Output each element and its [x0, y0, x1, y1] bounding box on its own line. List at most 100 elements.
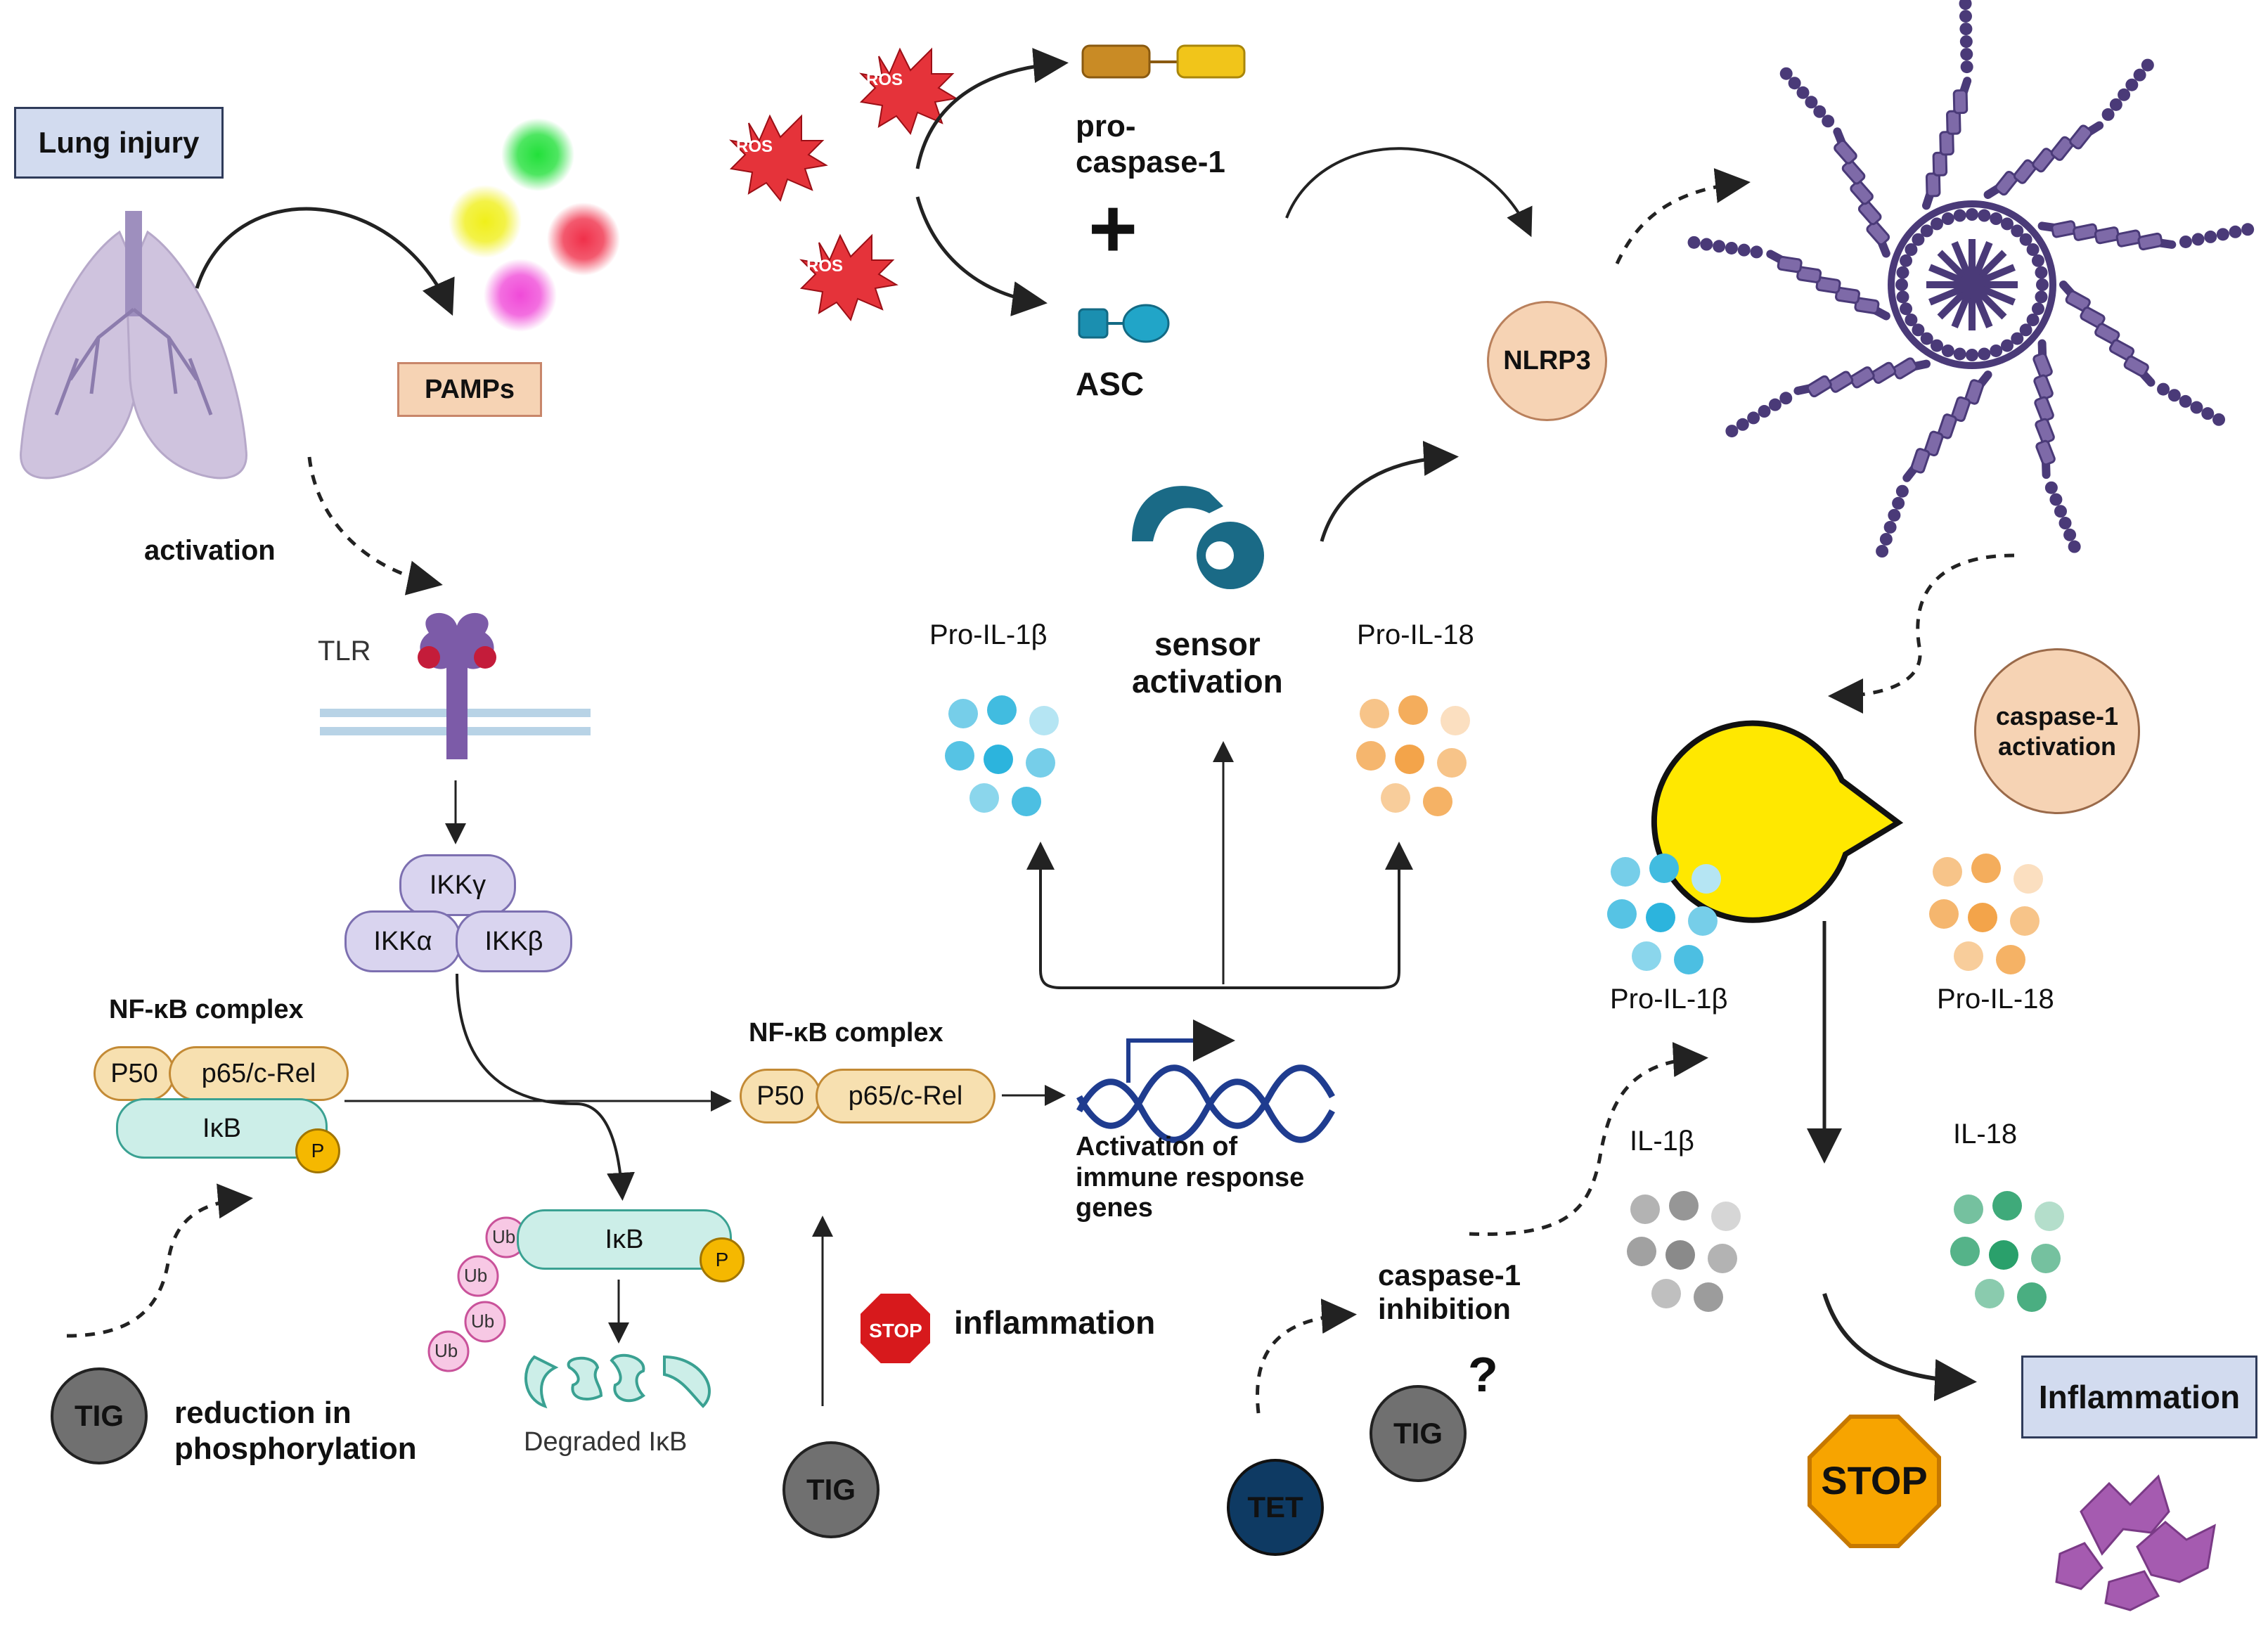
inflammasome-bead: [2157, 382, 2170, 396]
pamps-box: PAMPs: [397, 362, 542, 417]
inflammasome-domain: [2050, 136, 2074, 161]
ikk-gamma: IKKγ: [399, 854, 516, 916]
inflammation-mid-label: inflammation: [954, 1304, 1156, 1341]
ros-burst-icon: [729, 47, 958, 322]
inflammasome-bead: [1990, 212, 2003, 226]
inflammasome-bead: [1876, 545, 1889, 558]
inflammasome-domain: [1932, 151, 1948, 176]
tig-left-label: TIG: [75, 1399, 124, 1432]
inflammasome-bead: [1779, 392, 1793, 405]
inflammasome-domain: [2080, 307, 2106, 328]
inflammasome-bead: [1687, 236, 1701, 249]
inflammasome-domain: [2115, 229, 2141, 247]
inflammasome-bead: [2241, 223, 2255, 236]
inflammasome-domain: [1951, 396, 1971, 423]
inflammasome-bead: [1713, 240, 1726, 253]
inflammasome-domain: [2034, 396, 2054, 423]
il18-mature-dot: [2031, 1244, 2061, 1273]
activation-label: activation: [144, 535, 276, 566]
il18-mature-dot: [1992, 1191, 2022, 1221]
pro-il1b-top-dot: [1029, 706, 1059, 735]
inflammasome-bead: [1912, 323, 1925, 337]
inflammasome-domain: [2073, 223, 2099, 241]
inflammasome-bead: [1966, 208, 1978, 221]
nlrp3-sensor-icon: [1132, 486, 1264, 589]
pacman-caspase-icon: [1651, 720, 1904, 923]
inflammasome-domain: [2069, 124, 2093, 150]
inflammasome-bead: [2063, 528, 2077, 541]
inflammasome-bead: [2204, 230, 2217, 243]
inflammasome-bead: [1912, 233, 1925, 246]
asc-label: ASC: [1076, 366, 1145, 402]
inflammasome-bead: [1990, 344, 2003, 357]
p65-left: p65/c-Rel: [169, 1046, 349, 1101]
ub-label-1: Ub: [492, 1226, 516, 1247]
inflammasome-bead: [2035, 290, 2048, 304]
inflammasome-bead: [2031, 302, 2044, 316]
inflammasome-bead: [2019, 233, 2032, 246]
inflammasome-domain: [1910, 448, 1931, 474]
il18-mature-dot: [2035, 1202, 2064, 1231]
inflammasome-bead: [1960, 60, 1973, 74]
pro-il18-right-dot: [1954, 941, 1983, 971]
il1b-mature-dot: [1711, 1202, 1741, 1231]
inflammasome-bead: [2001, 339, 2014, 352]
ikk-beta: IKKβ: [456, 910, 572, 972]
pro-il18-top-dot: [1398, 695, 1428, 725]
inflammasome-domain: [2094, 226, 2120, 245]
p50-mid: P50: [740, 1069, 821, 1123]
inflammasome-bead: [1953, 209, 1966, 222]
caspase1-inhibition-label: caspase-1 inhibition: [1378, 1258, 1521, 1326]
ikk-alpha-label: IKKα: [373, 926, 432, 956]
p65-mid: p65/c-Rel: [816, 1069, 996, 1123]
pamps-dots-icon: [449, 118, 620, 332]
inflammasome-bead: [1978, 347, 1991, 361]
inflammasome-domain: [2013, 159, 2037, 184]
pro-il1b-top-dot: [984, 745, 1013, 774]
inflammasome-domain: [1834, 139, 1857, 165]
ikb-ub-label: IκB: [605, 1224, 644, 1254]
pro-il18-right-dot: [1968, 903, 1997, 932]
inflammasome-bead: [2019, 323, 2032, 337]
pro-il1b-right-dot: [1611, 857, 1640, 887]
il1b-mature-dot: [1669, 1191, 1699, 1221]
inflammasome-core: [1959, 272, 1985, 297]
inflammasome-domain: [1995, 170, 2018, 196]
inflammasome-bead: [2141, 58, 2154, 72]
pro-il18-top-dot: [1356, 741, 1386, 771]
il1b-mature-dot: [1708, 1244, 1737, 1273]
phospho-ikb: P: [700, 1237, 745, 1282]
inflammasome-bead: [1959, 0, 1972, 11]
nlrp3-circle: NLRP3: [1487, 301, 1607, 421]
il1b-mature-dot: [1694, 1282, 1723, 1312]
inflammasome-bead: [2068, 540, 2081, 553]
inflammatory-cells-icon: [2055, 1474, 2216, 1611]
inflammasome-bead: [2054, 505, 2067, 518]
inflammasome-bead: [2179, 235, 2192, 248]
inflammasome-bead: [1959, 10, 1972, 23]
pro-il1b-right-dot: [1607, 899, 1637, 929]
il1b-mature-dot: [1630, 1195, 1660, 1224]
inflammasome-bead: [1959, 35, 1973, 49]
inflammasome-bead: [1725, 425, 1739, 438]
inflammasome-bead: [1758, 405, 1771, 418]
pro-il18-right-dot: [1929, 899, 1959, 929]
inflammasome-bead: [2026, 314, 2040, 326]
pro-il18-right-dot: [1996, 945, 2025, 974]
pro-il1b-right-dot: [1688, 906, 1718, 936]
inflammasome-bead: [2035, 266, 2048, 279]
inflammasome-domain: [1806, 375, 1832, 398]
p50-mid-label: P50: [756, 1081, 804, 1111]
phospho-left-label: P: [311, 1140, 325, 1161]
inflammasome-bead: [1960, 48, 1973, 61]
ros-label-2: ROS: [736, 137, 773, 156]
inflammasome-bead: [1883, 520, 1897, 534]
cytokine-clusters: [945, 695, 2064, 1312]
inflammasome-domain: [1841, 160, 1866, 185]
stop-text-large: STOP: [1821, 1458, 1927, 1502]
inflammasome-bead: [1788, 77, 1801, 90]
tig-right: TIG: [1370, 1385, 1467, 1482]
ub-label-2: Ub: [464, 1265, 488, 1286]
pro-il18-top-dot: [1423, 787, 1452, 816]
inflammasome-domain: [2123, 355, 2149, 378]
